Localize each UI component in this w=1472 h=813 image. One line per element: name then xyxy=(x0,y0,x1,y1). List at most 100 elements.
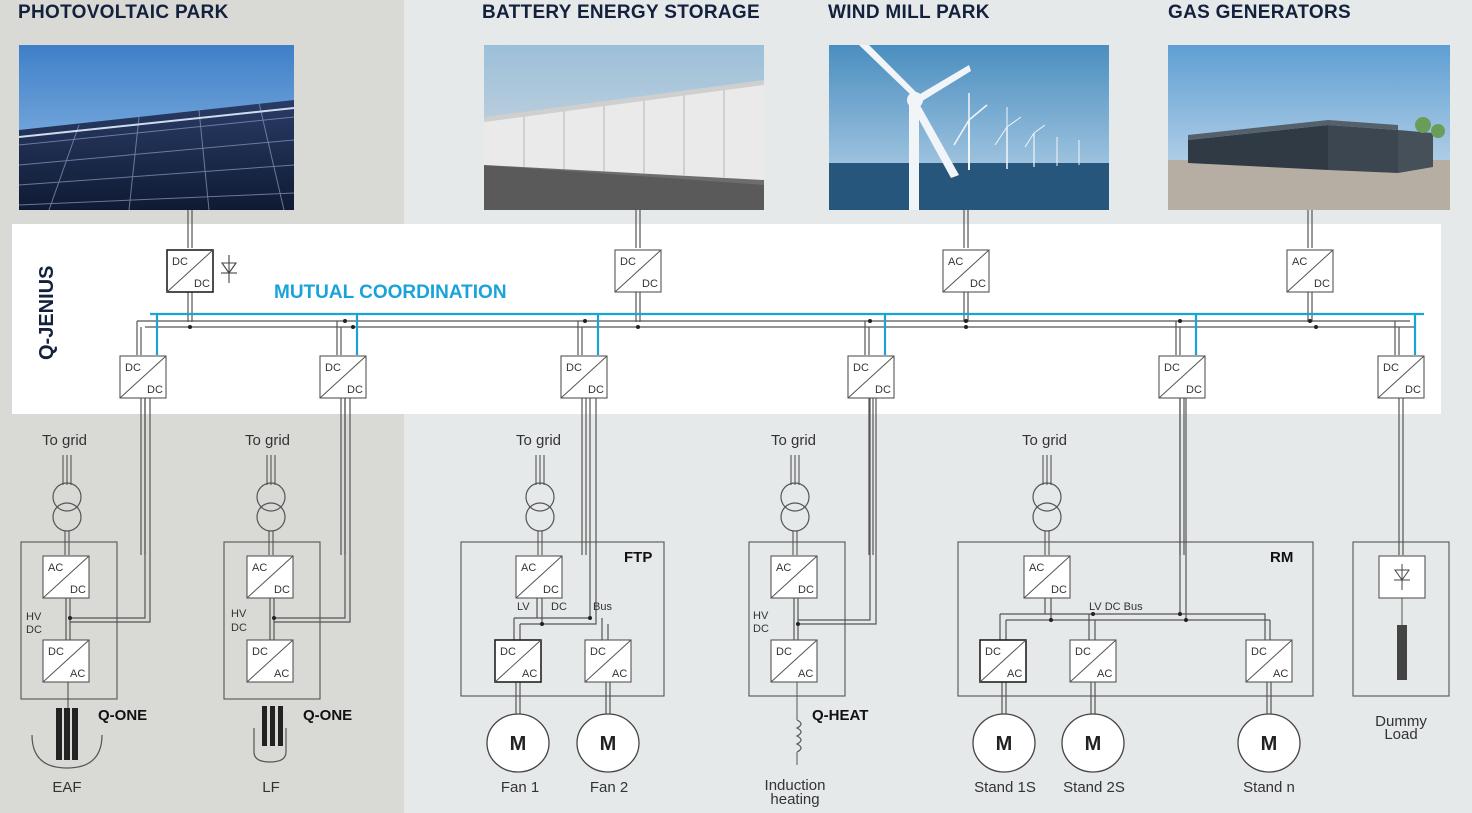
stand2-label: Stand 2S xyxy=(1063,779,1125,796)
induction-coil-icon xyxy=(795,682,802,765)
to-grid-label-5: To grid xyxy=(1022,432,1068,449)
transformer-rm xyxy=(1032,455,1062,555)
converter-diagonal xyxy=(979,639,1027,683)
junction-dot xyxy=(1314,325,1318,329)
lf-electrodes-icon xyxy=(253,706,287,763)
wire xyxy=(70,398,151,623)
converter-diagonal xyxy=(1158,355,1206,399)
junction-dot xyxy=(868,319,872,323)
motor-circle xyxy=(486,713,550,773)
junction-dot xyxy=(583,319,587,323)
converter-output-label: DC xyxy=(147,384,163,396)
converter-output-label: DC xyxy=(1314,278,1330,290)
motor-symbol: M xyxy=(996,733,1013,755)
converter-output-label: DC xyxy=(1186,384,1202,396)
converter-output-label: AC xyxy=(612,668,627,680)
converter-output-label: DC xyxy=(1051,584,1067,596)
converter-output-label: DC xyxy=(588,384,604,396)
converter-input-label: DC xyxy=(985,646,1001,658)
motor-symbol: M xyxy=(600,733,617,755)
dummy-rectifier-icon xyxy=(1378,555,1426,680)
transformer-winding xyxy=(525,482,555,512)
converter-output-label: AC xyxy=(1097,668,1112,680)
header-battery-energy-storage: BATTERY ENERGY STORAGE xyxy=(482,2,760,23)
converter-input-label: DC xyxy=(1164,362,1180,374)
converter-input-label: AC xyxy=(252,562,267,574)
converter-input-label: DC xyxy=(1383,362,1399,374)
battery-storage-photo xyxy=(484,45,764,210)
standn-label: Stand n xyxy=(1243,779,1295,796)
wire xyxy=(274,398,351,623)
converter-output-label: AC xyxy=(1007,668,1022,680)
ftp-drive-box xyxy=(460,541,665,697)
transformer-lf xyxy=(256,455,286,555)
electrode xyxy=(270,706,275,746)
converter-output-label: DC xyxy=(543,584,559,596)
transformer-winding xyxy=(256,502,286,532)
converter-diagonal xyxy=(166,249,214,293)
rm-label: RM xyxy=(1270,549,1294,566)
wire xyxy=(70,398,146,619)
to-grid-label-4: To grid xyxy=(771,432,817,449)
transformer-ftp xyxy=(525,455,555,555)
electrode xyxy=(262,706,267,746)
junction-dot xyxy=(272,616,276,620)
converter-output-label: DC xyxy=(970,278,986,290)
converter-diagonal xyxy=(246,555,294,599)
resistor-body xyxy=(1397,625,1407,680)
to-grid-label-1: To grid xyxy=(42,432,88,449)
converter-input-label: DC xyxy=(252,646,268,658)
converter-diagonal xyxy=(614,249,662,293)
mutual-coordination-label: MUTUAL COORDINATION xyxy=(274,282,507,303)
ftp-label: FTP xyxy=(624,549,653,566)
converter-output-label: DC xyxy=(274,584,290,596)
fan1-motor: M xyxy=(486,713,550,773)
stand1-label: Stand 1S xyxy=(974,779,1036,796)
converter-diagonal xyxy=(770,639,818,683)
junction-dot xyxy=(1184,618,1188,622)
lf-label: LF xyxy=(262,779,280,796)
converter-output-label: DC xyxy=(1405,384,1421,396)
wire xyxy=(798,398,877,625)
eaf-drive-box xyxy=(20,541,118,700)
header-photovoltaic-park: PHOTOVOLTAIC PARK xyxy=(18,2,229,23)
stand1-motor: M xyxy=(972,713,1036,773)
wire xyxy=(274,398,346,619)
converter-diagonal xyxy=(1245,639,1293,683)
electrode xyxy=(278,706,283,746)
junction-dot xyxy=(1178,612,1182,616)
converter-diagonal xyxy=(847,355,895,399)
electrode xyxy=(56,708,62,760)
hv-label-1: HV xyxy=(26,611,42,623)
lf-ac-dc: AC DC xyxy=(246,555,294,599)
converter-output-label: AC xyxy=(1273,668,1288,680)
battery-dc-dc-converter: DC DC xyxy=(614,249,662,293)
converter-output-label: AC xyxy=(798,668,813,680)
converter-diagonal xyxy=(515,555,563,599)
header-gas-generators: GAS GENERATORS xyxy=(1168,2,1351,23)
converter-diagonal xyxy=(584,639,632,683)
coil-winding xyxy=(795,719,802,753)
junction-dot xyxy=(343,319,347,323)
induction-heating-label: Induction heating xyxy=(755,778,835,808)
q-one-label-1: Q-ONE xyxy=(98,707,148,724)
converter-input-label: DC xyxy=(620,256,636,268)
induction-label-line2: heating xyxy=(770,791,820,808)
dummy-load-box xyxy=(1352,541,1450,697)
bus-dc-label: DC xyxy=(551,601,567,613)
converter-output-label: DC xyxy=(642,278,658,290)
converter-diagonal xyxy=(246,639,294,683)
diode-icon xyxy=(220,255,238,283)
junction-dot xyxy=(964,325,968,329)
converter-output-label: DC xyxy=(194,278,210,290)
converter-diagonal xyxy=(1069,639,1117,683)
converter-input-label: DC xyxy=(48,646,64,658)
